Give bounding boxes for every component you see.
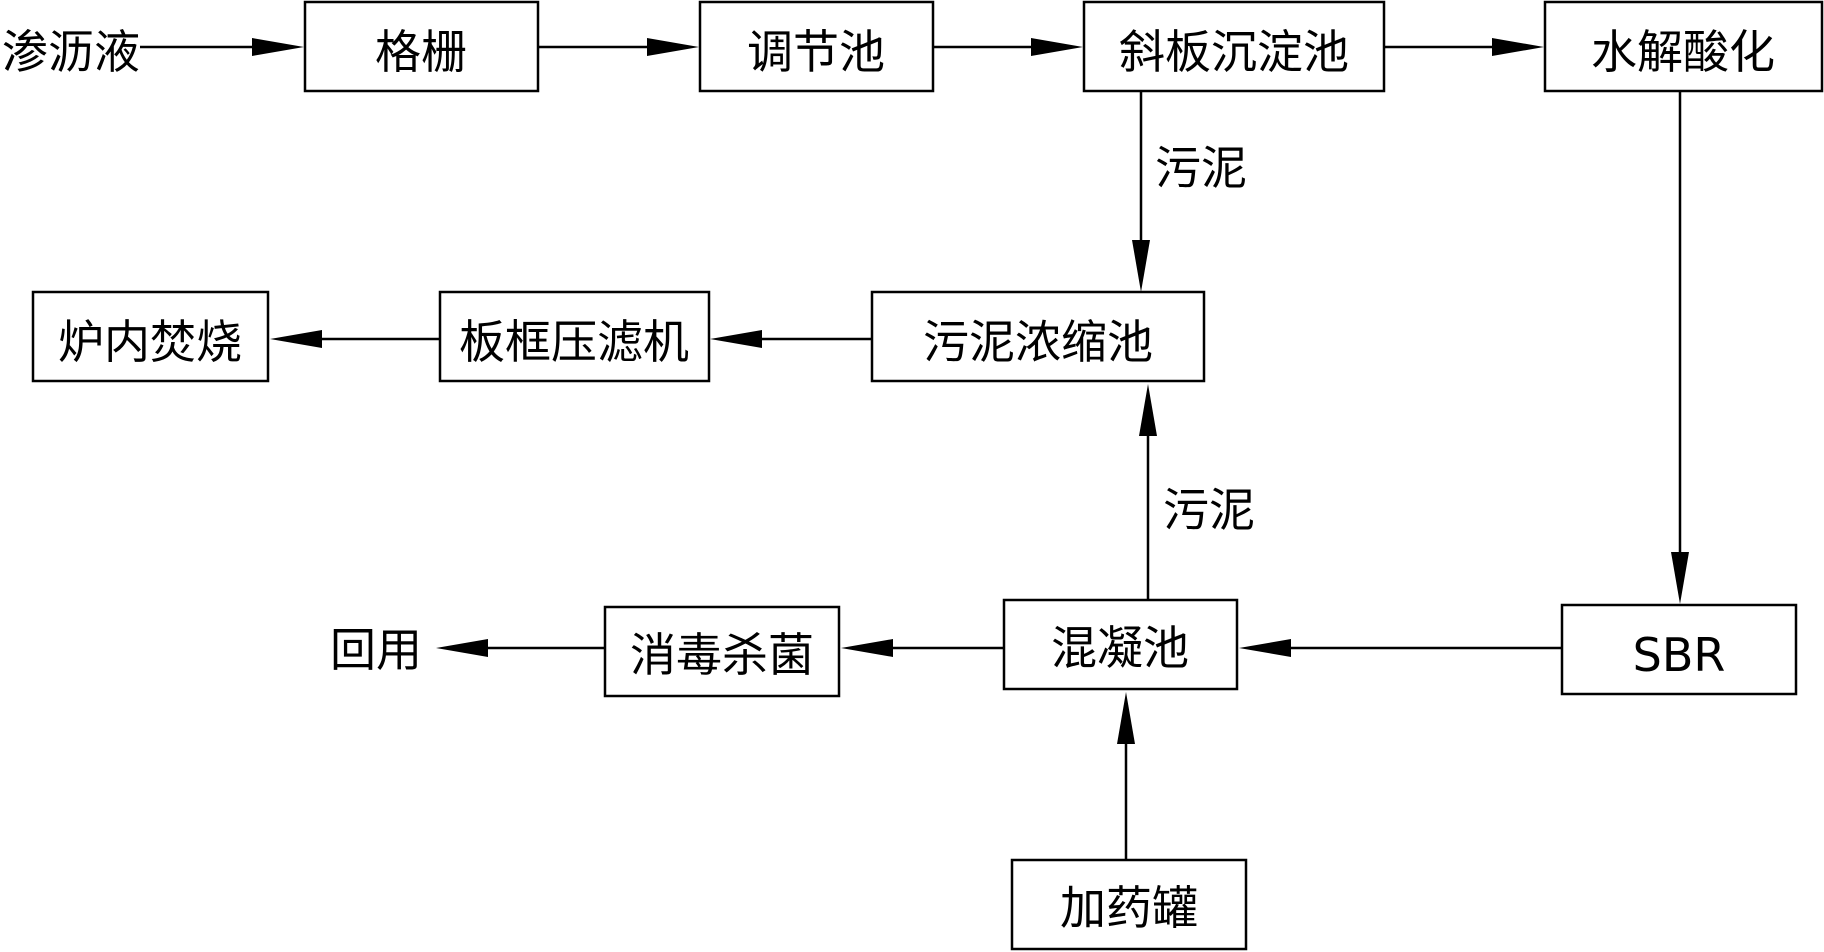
arrowhead xyxy=(1492,38,1544,56)
node-hydrolysis-label: 水解酸化 xyxy=(1591,25,1775,79)
node-thickener-label: 污泥浓缩池 xyxy=(923,315,1153,369)
node-disinfection-label: 消毒杀菌 xyxy=(630,628,814,682)
node-coagulation-label: 混凝池 xyxy=(1051,621,1189,675)
arrowhead xyxy=(1117,692,1135,744)
arrowhead xyxy=(841,639,893,657)
node-sbr: SBR xyxy=(1560,603,1798,696)
node-inclined-settler: 斜板沉淀池 xyxy=(1082,0,1386,93)
node-dosing-tank: 加药罐 xyxy=(1010,858,1248,951)
node-hydrolysis: 水解酸化 xyxy=(1543,0,1824,93)
node-inclined-settler-label: 斜板沉淀池 xyxy=(1119,25,1349,79)
node-filter-press: 板框压滤机 xyxy=(438,290,711,383)
arrowhead xyxy=(436,639,488,657)
node-screen: 格栅 xyxy=(303,0,540,93)
node-reuse: 回用 xyxy=(330,623,422,677)
node-filter-press-label: 板框压滤机 xyxy=(459,315,689,369)
arrowhead xyxy=(252,38,304,56)
arrowhead xyxy=(1031,38,1083,56)
node-equalization: 调节池 xyxy=(698,0,935,93)
node-disinfection: 消毒杀菌 xyxy=(603,605,841,698)
node-leachate: 渗沥液 xyxy=(2,25,140,79)
node-equalization-label: 调节池 xyxy=(747,25,885,79)
node-thickener: 污泥浓缩池 xyxy=(870,290,1206,383)
node-coagulation: 混凝池 xyxy=(1002,598,1239,691)
node-sbr-label: SBR xyxy=(1633,628,1726,682)
node-screen-label: 格栅 xyxy=(375,25,467,79)
arrowhead xyxy=(1139,384,1157,436)
node-incineration: 炉内焚烧 xyxy=(31,290,270,383)
arrowhead xyxy=(1132,240,1150,292)
edge-label-sludge-top: 污泥 xyxy=(1155,141,1247,195)
arrowhead xyxy=(1239,639,1291,657)
arrowhead xyxy=(270,330,322,348)
arrowhead xyxy=(1671,552,1689,604)
node-incineration-label: 炉内焚烧 xyxy=(58,315,242,369)
edge-label-sludge-bottom: 污泥 xyxy=(1163,483,1255,537)
node-dosing-tank-label: 加药罐 xyxy=(1060,881,1198,935)
arrowhead xyxy=(647,38,699,56)
arrowhead xyxy=(710,330,762,348)
